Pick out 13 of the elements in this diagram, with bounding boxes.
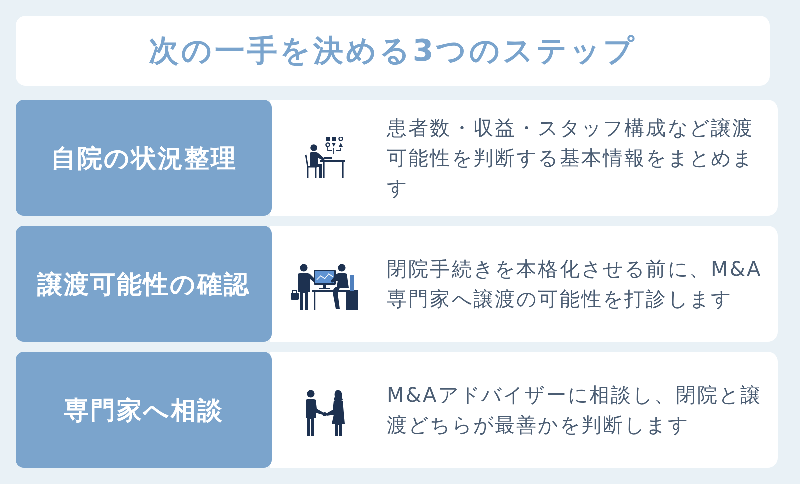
step-label-panel (16, 352, 272, 468)
step-title: 譲渡可能性の確認 (38, 268, 250, 300)
step-description: 患者数・収益・スタッフ構成など譲渡可能性を判断する基本情報をまとめます (387, 115, 756, 202)
step-description: 閉院手続きを本格化させる前に、M&A専門家へ譲渡の可能性を打診します (387, 256, 764, 313)
step-label-panel (16, 226, 272, 342)
step-description: M&Aアドバイザーに相談し、閉院と譲渡どちらが最善かを判断します (387, 382, 764, 439)
step-card (270, 226, 778, 342)
step-label-panel (16, 100, 272, 216)
step-title: 専門家へ相談 (64, 394, 224, 426)
page-title: 次の一手を決める3つのステップ (148, 32, 638, 70)
step-card (270, 100, 778, 216)
step-title: 自院の状況整理 (50, 142, 238, 174)
step-card (270, 352, 778, 468)
